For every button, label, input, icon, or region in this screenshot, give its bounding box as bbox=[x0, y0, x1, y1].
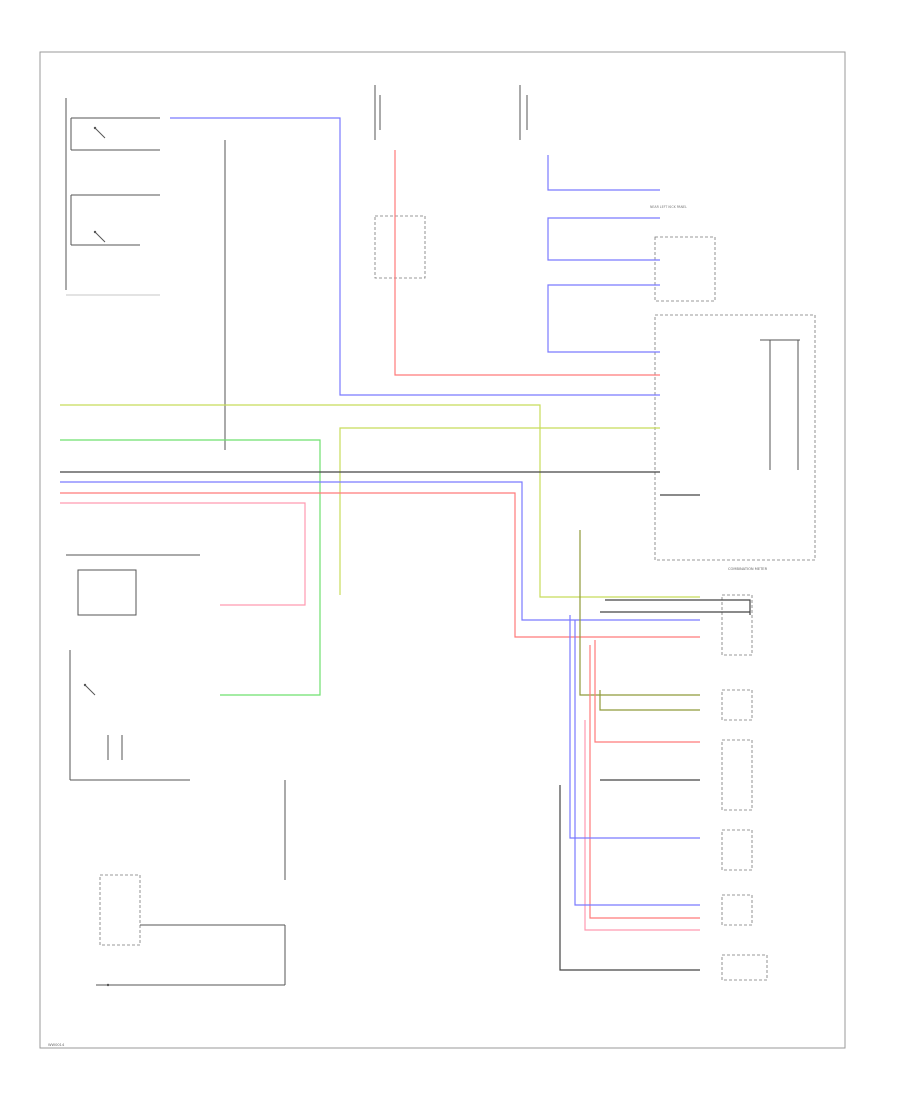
wire-harness bbox=[60, 117, 751, 971]
right-connectors: COMBINATION METER bbox=[654, 236, 816, 981]
combination-meter-label: COMBINATION METER bbox=[728, 567, 768, 571]
page-code-label: WW0014 bbox=[48, 1043, 65, 1047]
diagram-frame bbox=[39, 51, 846, 1049]
kick-panel-label: NEAR LEFT KICK PANEL bbox=[650, 205, 687, 209]
lower-left-components bbox=[66, 554, 286, 987]
front-passenger-switch-group bbox=[65, 98, 226, 450]
top-center-units bbox=[374, 85, 528, 279]
